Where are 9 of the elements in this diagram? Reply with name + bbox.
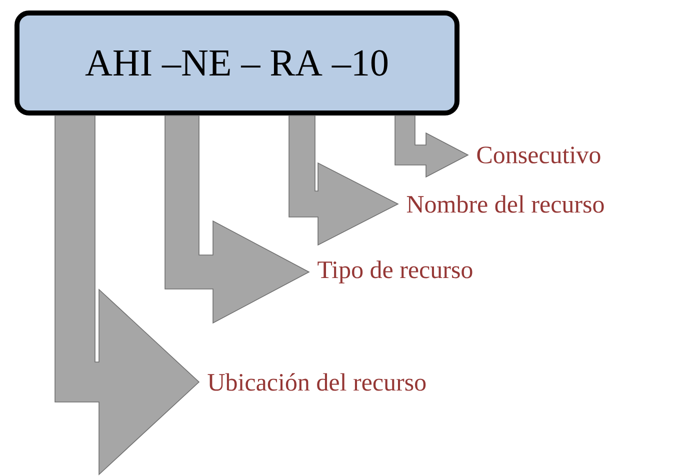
field-label: Consecutivo [477, 146, 600, 164]
bent-arrow [394, 115, 469, 178]
code-box: AHI –NE – RA –10 [14, 10, 460, 116]
bent-arrow [288, 115, 399, 246]
bent-arrow [164, 115, 310, 324]
bent-arrow [54, 115, 200, 476]
field-label: Ubicación del recurso [208, 373, 426, 391]
field-label: Tipo de recurso [318, 260, 472, 284]
field-label: Nombre del recurso [406, 195, 604, 213]
